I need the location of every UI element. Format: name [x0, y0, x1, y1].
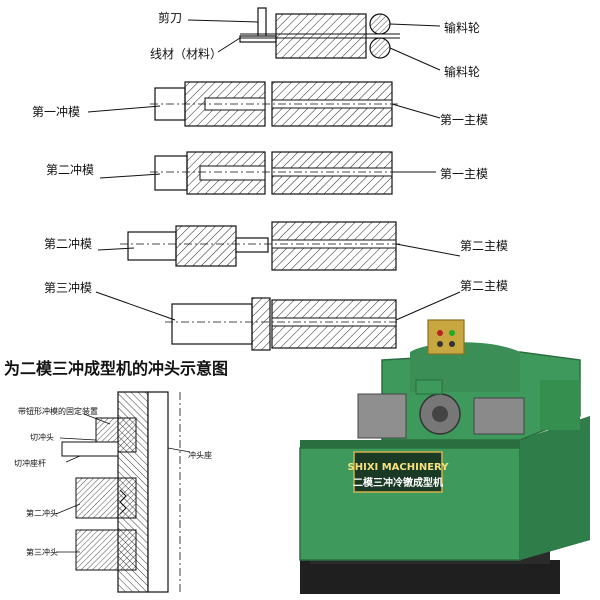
model-plate: 二模三冲冷镦成型机 — [353, 476, 443, 489]
first-main-die-label-b: 第一主模 — [440, 167, 488, 181]
feed-roller-bottom — [369, 37, 391, 59]
cold-heading-machine: SHIXI MACHINERY 二模三冲冷镦成型机 — [299, 319, 590, 594]
wire-label: 线材（材料） — [150, 47, 222, 61]
first-main-die-label: 第一主模 — [440, 113, 488, 127]
second-punch-head-label: 第二冲头 — [26, 508, 58, 518]
row-second-blow-first-die — [150, 151, 400, 195]
cut-punch-holder-label: 切冲座杆 — [14, 458, 46, 468]
feed-roller-top — [369, 13, 391, 35]
first-punch-label: 第一冲模 — [32, 104, 80, 119]
second-main-die-label-b: 第二主模 — [460, 279, 508, 293]
row-second-blow-second-die — [120, 221, 400, 271]
row-first-blow — [150, 81, 400, 127]
control-panel — [427, 319, 465, 355]
diagram-caption: 为二模三冲成型机的冲头示意图 — [4, 359, 228, 378]
cutter-label: 剪刀 — [158, 10, 182, 25]
second-main-die-label-a: 第二主模 — [460, 239, 508, 253]
row-cutting — [239, 7, 400, 59]
brand-plate: SHIXI MACHINERY — [348, 462, 450, 473]
third-punch-label: 第三冲模 — [44, 280, 92, 295]
holder-fixture-label: 带钮形冲模的固定装置 — [18, 406, 98, 416]
feed-roller-label-2: 输料轮 — [444, 64, 480, 79]
row-third-blow — [165, 297, 400, 351]
punch-holder-diagram — [61, 391, 181, 593]
feed-roller-label-1: 输料轮 — [444, 20, 480, 35]
second-punch-label-b: 第二冲模 — [44, 236, 92, 251]
punch-seat-label: 冲头座 — [188, 450, 212, 460]
cut-head-label: 切冲头 — [30, 432, 54, 442]
second-punch-label-a: 第二冲模 — [46, 162, 94, 177]
third-punch-head-label: 第三冲头 — [26, 547, 58, 557]
